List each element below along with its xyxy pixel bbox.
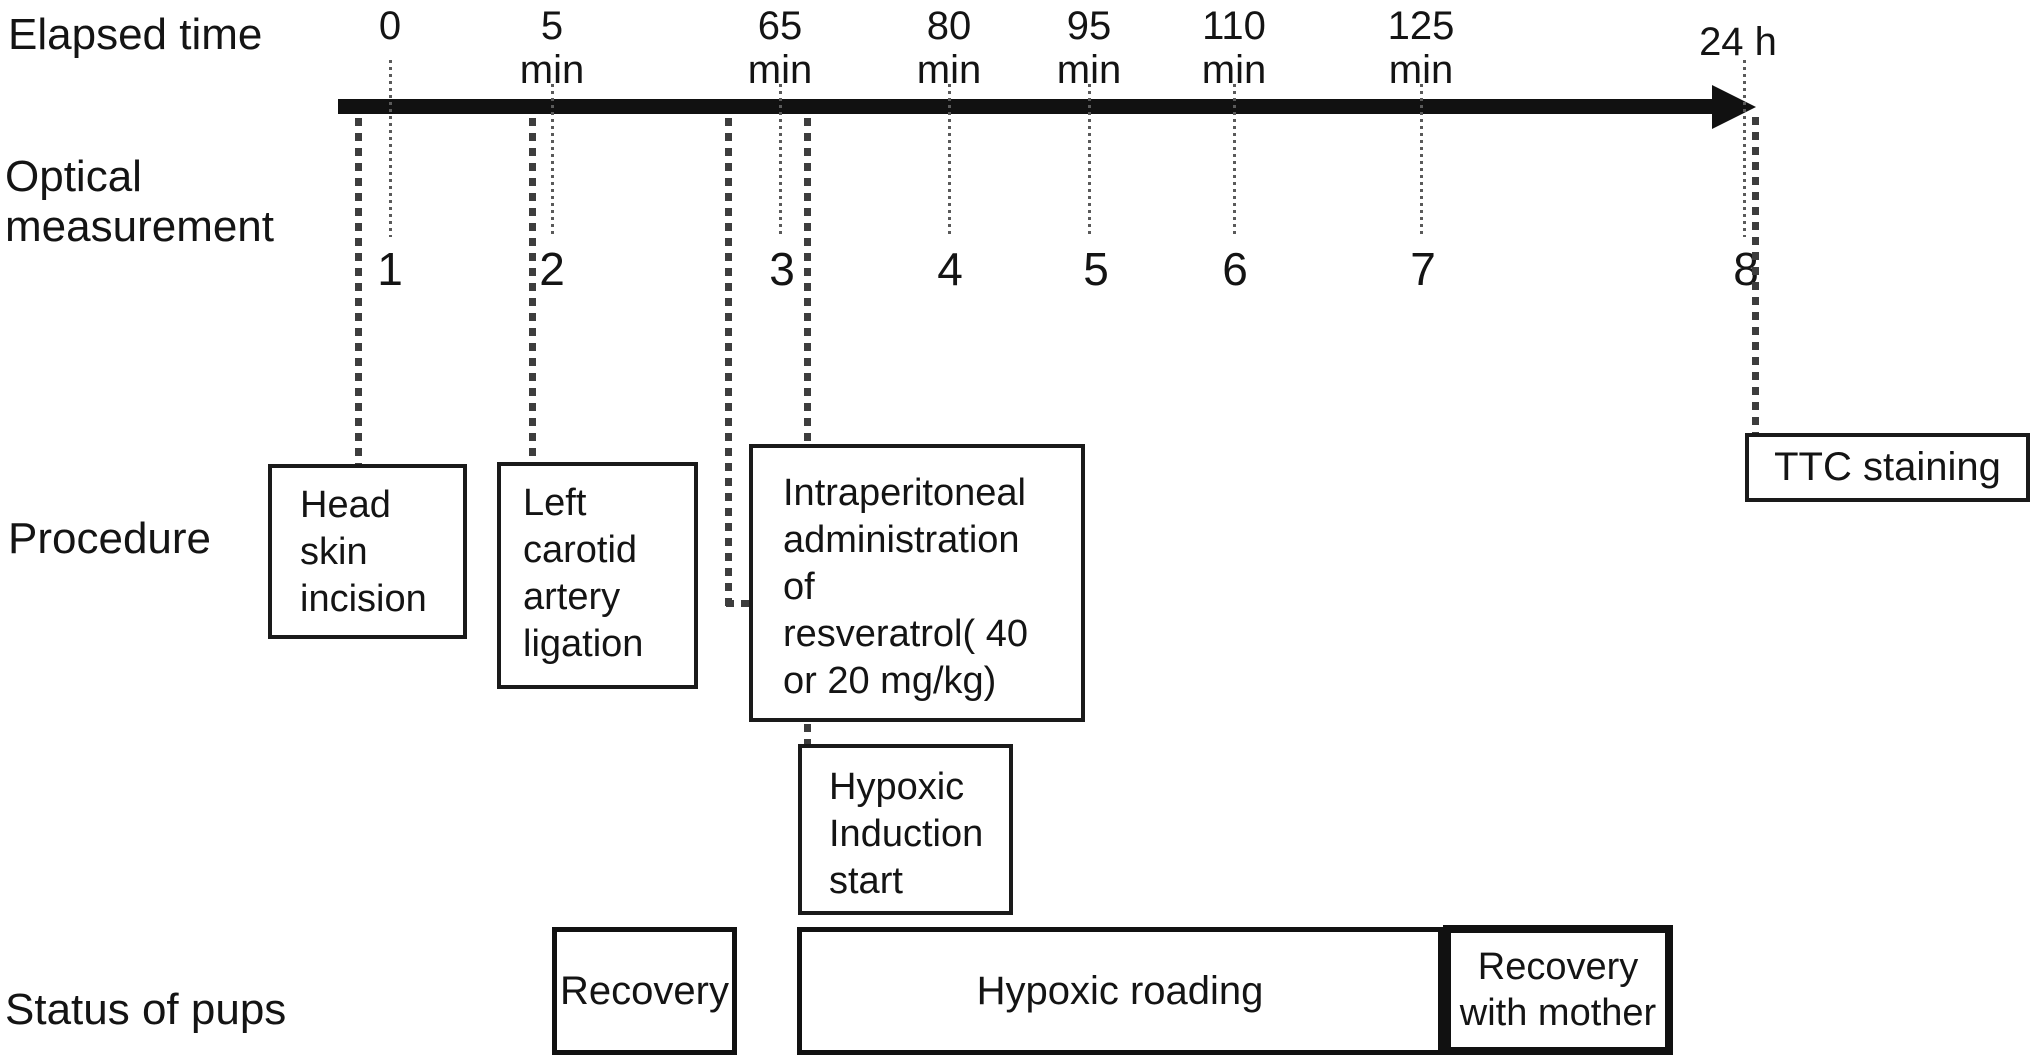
procedure-box-left-carotid-artery-ligation: Left carotid artery ligation <box>497 462 698 689</box>
connector-dashed-head-incision <box>355 118 362 464</box>
status-bar-recovery-with-mother: Recovery with mother <box>1443 925 1673 1055</box>
procedure-box-head-skin-incision: Head skin incision <box>268 464 467 639</box>
tick-dotted-line-65min <box>779 84 782 237</box>
connector-dashed-ttc <box>1752 117 1759 433</box>
tick-dotted-line-80min <box>948 84 951 237</box>
procedure-box-ttc-staining: TTC staining <box>1745 433 2030 502</box>
tick-dotted-line-125min <box>1420 84 1423 237</box>
tick-dotted-line-5min <box>551 84 554 237</box>
connector-dashed-resveratrol-left <box>725 118 732 607</box>
measurement-number-5: 5 <box>1083 243 1109 295</box>
connector-dashed-resveratrol-elbow <box>726 600 754 607</box>
optical-measurement-label: Optical measurement <box>5 152 275 251</box>
tick-label-110min: 110 min <box>1201 4 1267 92</box>
connector-dashed-resveratrol-top <box>804 118 811 444</box>
measurement-number-7: 7 <box>1410 243 1436 295</box>
tick-dotted-line-0 <box>389 60 392 237</box>
tick-label-5min: 5 min <box>519 4 585 92</box>
tick-label-0: 0 <box>378 4 402 48</box>
connector-dashed-carotid <box>529 118 536 462</box>
measurement-number-8: 8 <box>1733 243 1759 295</box>
status-bar-recovery: Recovery <box>552 927 737 1055</box>
measurement-number-6: 6 <box>1222 243 1248 295</box>
elapsed-time-label: Elapsed time <box>8 10 263 59</box>
procedure-box-hypoxic-induction-start: Hypoxic Induction start <box>798 744 1013 915</box>
timeline-arrow-shaft <box>338 99 1716 114</box>
tick-label-80min: 80 min <box>916 4 982 92</box>
tick-label-24h: 24 h <box>1699 20 1777 64</box>
measurement-number-2: 2 <box>539 243 565 295</box>
measurement-number-3: 3 <box>769 243 795 295</box>
tick-label-95min: 95 min <box>1056 4 1122 92</box>
timeline-arrowhead-icon <box>1712 85 1756 129</box>
tick-dotted-line-95min <box>1088 84 1091 237</box>
procedure-label: Procedure <box>8 514 212 563</box>
tick-dotted-line-24h <box>1743 60 1746 237</box>
tick-dotted-line-110min <box>1233 84 1236 237</box>
tick-label-65min: 65 min <box>747 4 813 92</box>
status-bar-hypoxic-roading: Hypoxic roading <box>797 927 1443 1055</box>
measurement-number-1: 1 <box>377 243 403 295</box>
measurement-number-4: 4 <box>937 243 963 295</box>
status-of-pups-label: Status of pups <box>5 985 287 1034</box>
tick-label-125min: 125 min <box>1387 4 1455 92</box>
procedure-box-intraperitoneal-resveratrol: Intraperitoneal administration of resver… <box>749 444 1085 722</box>
